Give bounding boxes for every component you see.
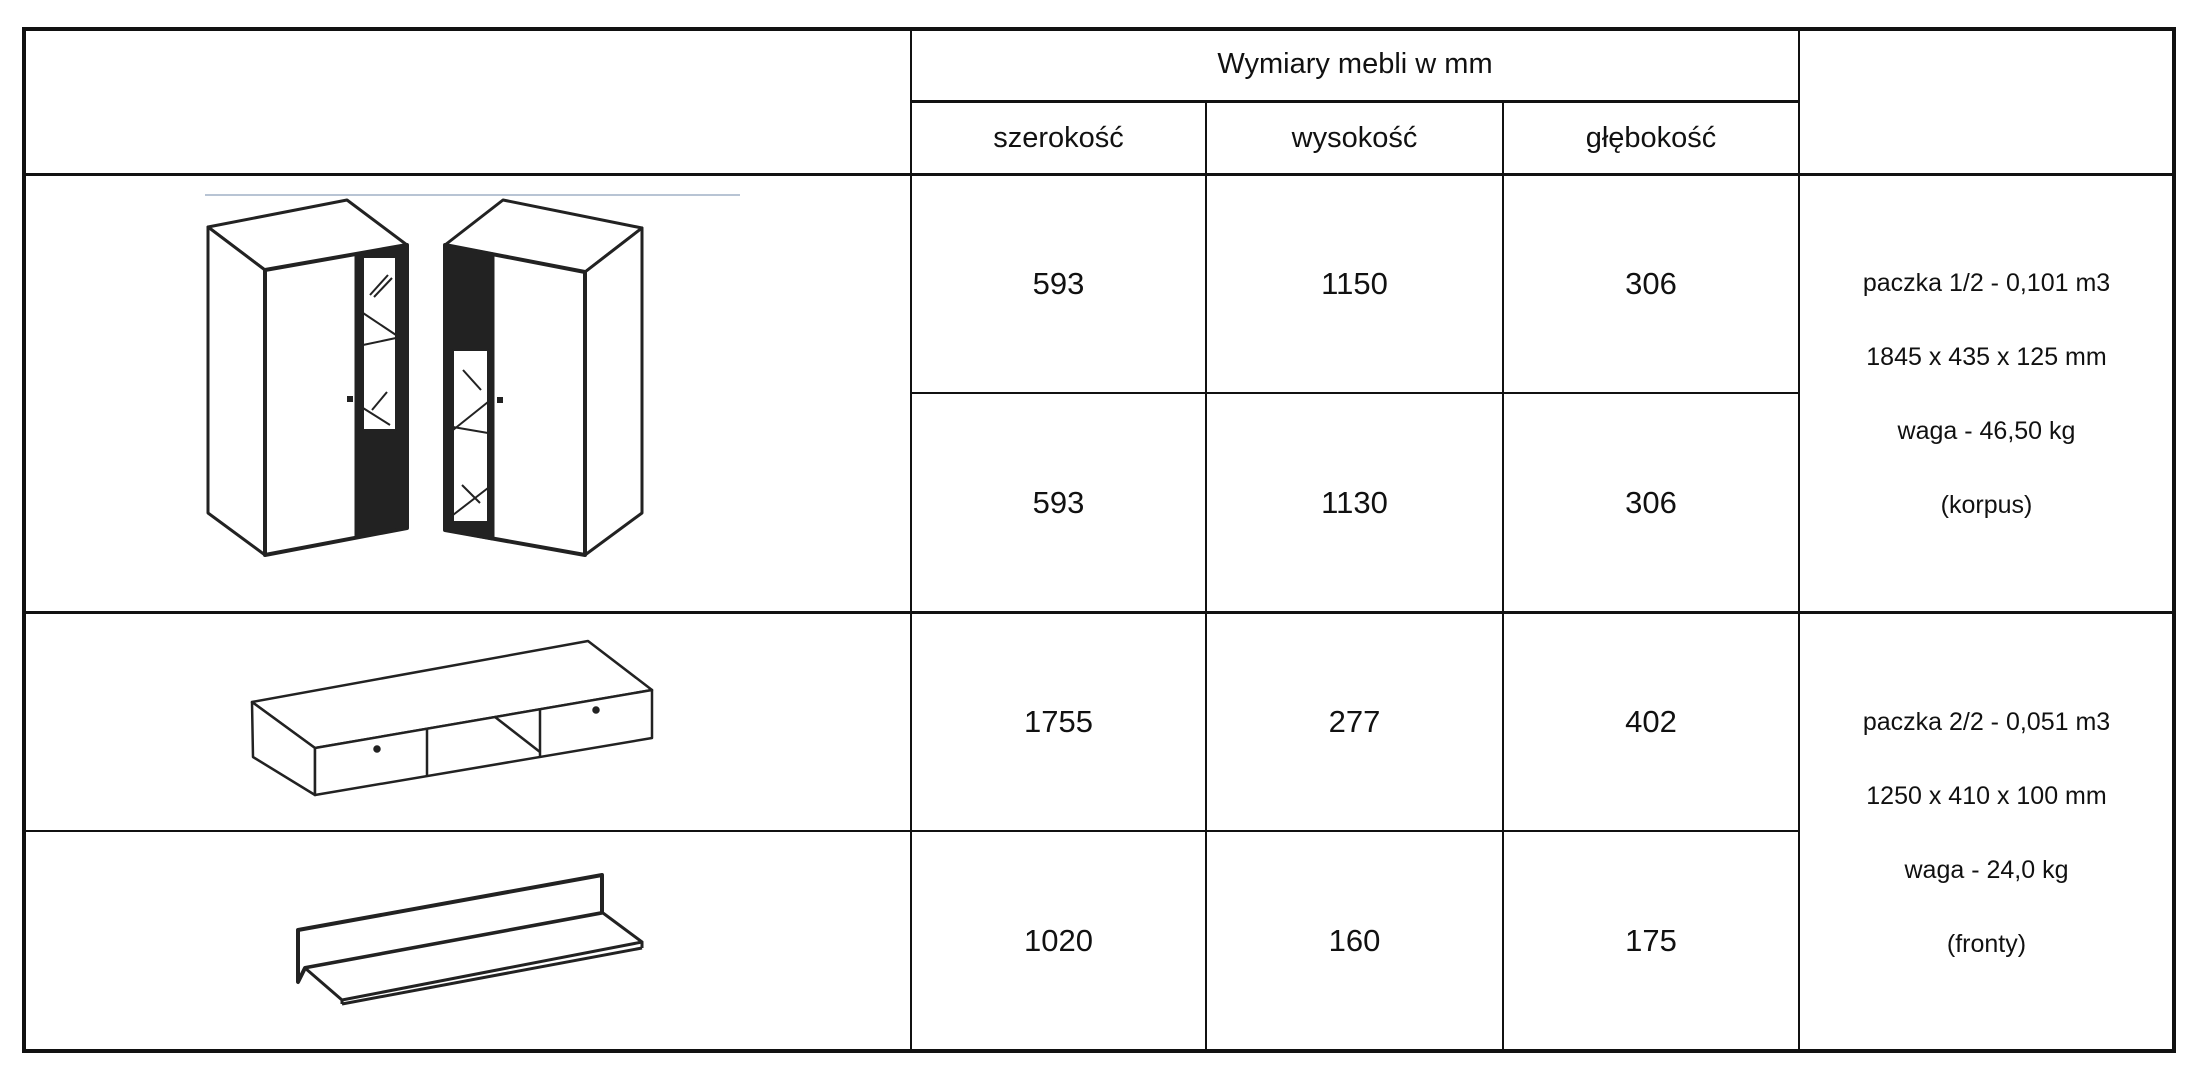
depth-value: 306: [1625, 485, 1677, 520]
header-group-title: Wymiary mebli w mm: [1217, 48, 1493, 80]
handle-icon: [497, 397, 503, 403]
package-dimensions: 1250 x 410 x 100 mm: [1866, 782, 2107, 810]
handle-icon: [592, 706, 600, 714]
tv-stand-drawing: [250, 639, 654, 797]
table-border-top: [22, 27, 2176, 31]
height-value: 160: [1328, 923, 1381, 958]
cabinet-right-drawing: [443, 198, 644, 557]
package-weight: waga - 46,50 kg: [1897, 417, 2076, 445]
wall-shelf-drawing: [296, 873, 644, 1006]
handle-icon: [373, 745, 381, 753]
handle-icon: [347, 396, 353, 402]
row-divider: [911, 392, 1799, 394]
package-label: paczka 1/2 - 0,101 m3: [1862, 269, 2111, 297]
row-divider: [22, 611, 2176, 614]
depth-value: 402: [1625, 704, 1677, 739]
cabinet-left-drawing: [206, 198, 409, 557]
width-value: 1755: [1024, 704, 1093, 739]
table-border-bottom: [22, 1049, 2176, 1053]
col-divider: [1798, 27, 1800, 1053]
package-content: (korpus): [1940, 491, 2033, 519]
width-value: 593: [1032, 266, 1085, 301]
package-content: (fronty): [1946, 930, 2027, 958]
table-border-left: [22, 27, 26, 1053]
table-border-right: [2172, 27, 2176, 1053]
package-info-2: paczka 2/2 - 0,051 m3 1250 x 410 x 100 m…: [1799, 685, 2174, 981]
package-dimensions: 1845 x 435 x 125 mm: [1866, 343, 2107, 371]
subheader-divider: [911, 100, 1799, 103]
height-value: 1130: [1321, 485, 1388, 520]
depth-value: 175: [1625, 923, 1677, 958]
col-divider: [1502, 101, 1504, 1053]
height-value: 1150: [1321, 266, 1388, 301]
column-header-depth: głębokość: [1585, 121, 1717, 154]
column-header-width: szerokość: [993, 121, 1124, 154]
height-value: 277: [1328, 704, 1381, 739]
header-divider: [22, 173, 2176, 176]
package-label: paczka 2/2 - 0,051 m3: [1862, 708, 2111, 736]
column-header-height: wysokość: [1291, 121, 1418, 154]
col-divider: [910, 27, 912, 1053]
width-value: 1020: [1024, 923, 1093, 958]
depth-value: 306: [1625, 266, 1677, 301]
width-value: 593: [1032, 485, 1085, 520]
package-info-1: paczka 1/2 - 0,101 m3 1845 x 435 x 125 m…: [1799, 246, 2174, 542]
package-weight: waga - 24,0 kg: [1904, 856, 2069, 884]
col-divider: [1205, 101, 1207, 1053]
